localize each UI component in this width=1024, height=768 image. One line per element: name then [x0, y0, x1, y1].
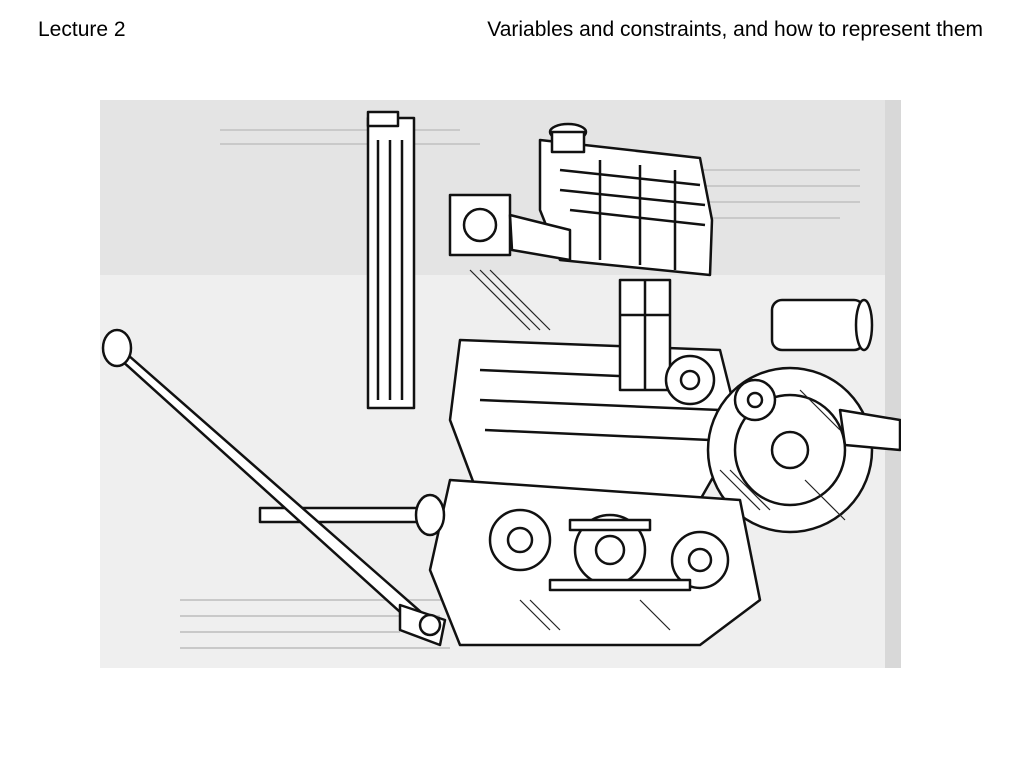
engine-cutaway-figure — [100, 100, 901, 668]
slide-title: Variables and constraints, and how to re… — [487, 18, 983, 41]
lecture-label: Lecture 2 — [38, 18, 126, 41]
